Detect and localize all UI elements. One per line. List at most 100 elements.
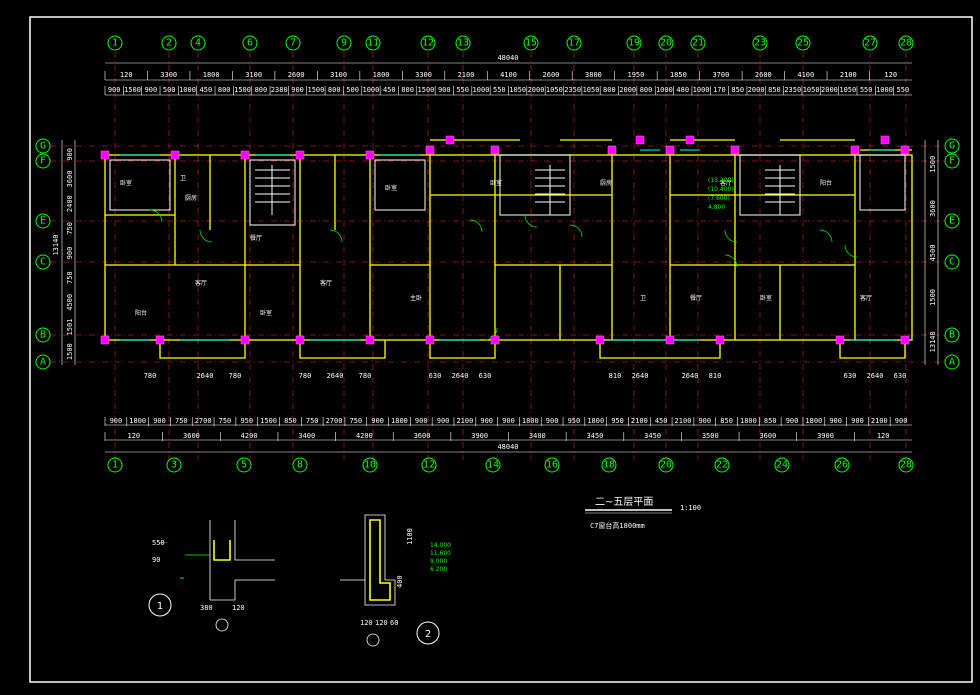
axis-label: F [949,156,955,167]
detail-dimension: 120 [375,619,388,627]
axis-bubble [35,138,51,154]
plan-note: C7窗台高1800mm [590,521,645,530]
dimension-value: 2600 [288,71,305,79]
dimension-value: 2000 [748,86,765,94]
detail-dimension: 380 [200,604,213,612]
dimension-value: 3600 [759,432,776,440]
dimension-value: 800 [401,86,414,94]
axis-bubble [236,457,252,473]
axis-bubble [774,457,790,473]
room-label: 客厅 [860,294,872,302]
dimension-value: 1800 [805,417,822,425]
dimension-value: 4100 [797,71,814,79]
dimension-value: 900 [786,417,799,425]
dimension-value: 3600 [414,432,431,440]
axis-label: 24 [776,460,788,471]
dimension-value: 120 [884,71,897,79]
column [425,335,435,345]
dimension-value: 2600 [543,71,560,79]
dimension-value: 1800 [522,417,539,425]
balcony-dimension: 630 [844,372,857,380]
dimension-value: 900 [66,247,74,260]
axis-label: 8 [297,460,303,471]
axis-label: 2 [166,38,172,49]
balcony-dimension: 780 [144,372,157,380]
dimension-value: 550 [897,86,910,94]
balcony-dimension: 630 [894,372,907,380]
dimension-value: 900 [851,417,864,425]
detail-dimension: 550 [152,539,165,547]
balcony-dimension: 2640 [197,372,214,380]
axis-bubble [944,213,960,229]
dimension-value: 900 [371,417,384,425]
column [490,145,500,155]
dimension-value: 850 [720,417,733,425]
dimension-value: 1000 [473,86,490,94]
dimension-value: 750 [349,417,362,425]
dimension-value: 3900 [817,432,834,440]
dimension-value: 2100 [840,71,857,79]
axis-label: 7 [290,38,296,49]
column [365,335,375,345]
axis-bubble [544,457,560,473]
dimension-value: 550 [860,86,873,94]
dimension-value: 1500 [307,86,324,94]
axis-label: 20 [660,460,672,471]
height-note: (10.400) [708,186,734,193]
balcony-dimension: 2640 [452,372,469,380]
axis-bubble [834,457,850,473]
dimension-value: 1800 [587,417,604,425]
stairs-right [765,165,795,215]
dimension-value: 2000 [619,86,636,94]
axis-bubble [107,35,123,51]
total-top-dim: 48040 [497,54,518,62]
dimension-value: 2700 [195,417,212,425]
height-note: (7.600) [708,195,730,202]
axis-label: 27 [864,38,876,49]
axis-label: 5 [241,460,247,471]
dimension-value: 3900 [471,432,488,440]
axis-label: 19 [628,38,640,49]
room-label: 阳台 [820,179,832,187]
room-label: 卧室 [385,184,397,192]
svg-text:──: ── [159,540,168,547]
column [295,335,305,345]
axis-bubble [35,254,51,270]
dimension-value: 1850 [670,71,687,79]
dimension-value: 900 [110,417,123,425]
dimension-value: 2100 [456,417,473,425]
dimension-value: 900 [153,417,166,425]
dimension-value: 900 [829,417,842,425]
dimension-value: 1500 [234,86,251,94]
dimension-value: 2400 [66,195,74,212]
dimension-value: 2350 [564,86,581,94]
axis-label: A [949,357,955,368]
axis-label: 9 [341,38,347,49]
axis-bubble [714,457,730,473]
detail-dimension: 60 [390,619,398,627]
dimension-value: 2700 [326,417,343,425]
axis-bubble [35,327,51,343]
dimension-value: 3100 [245,71,262,79]
dimension-value: 4500 [66,294,74,311]
dimension-value: 120 [120,71,133,79]
axis-bubble [35,213,51,229]
detail-1-label: 1 [157,601,163,612]
room-label: 客厅 [320,279,332,287]
room-label: 厨房 [185,194,197,202]
detail-dimension: 400 [396,575,404,588]
axis-bubble [626,35,642,51]
axis-label: 6 [247,38,253,49]
dimension-value: 450 [383,86,396,94]
dimension-value: 120 [127,432,140,440]
height-note: (13.200) [708,177,734,184]
dimension-value: 800 [255,86,268,94]
dimension-value: 3100 [330,71,347,79]
axis-label: C [949,257,955,268]
column [100,335,110,345]
